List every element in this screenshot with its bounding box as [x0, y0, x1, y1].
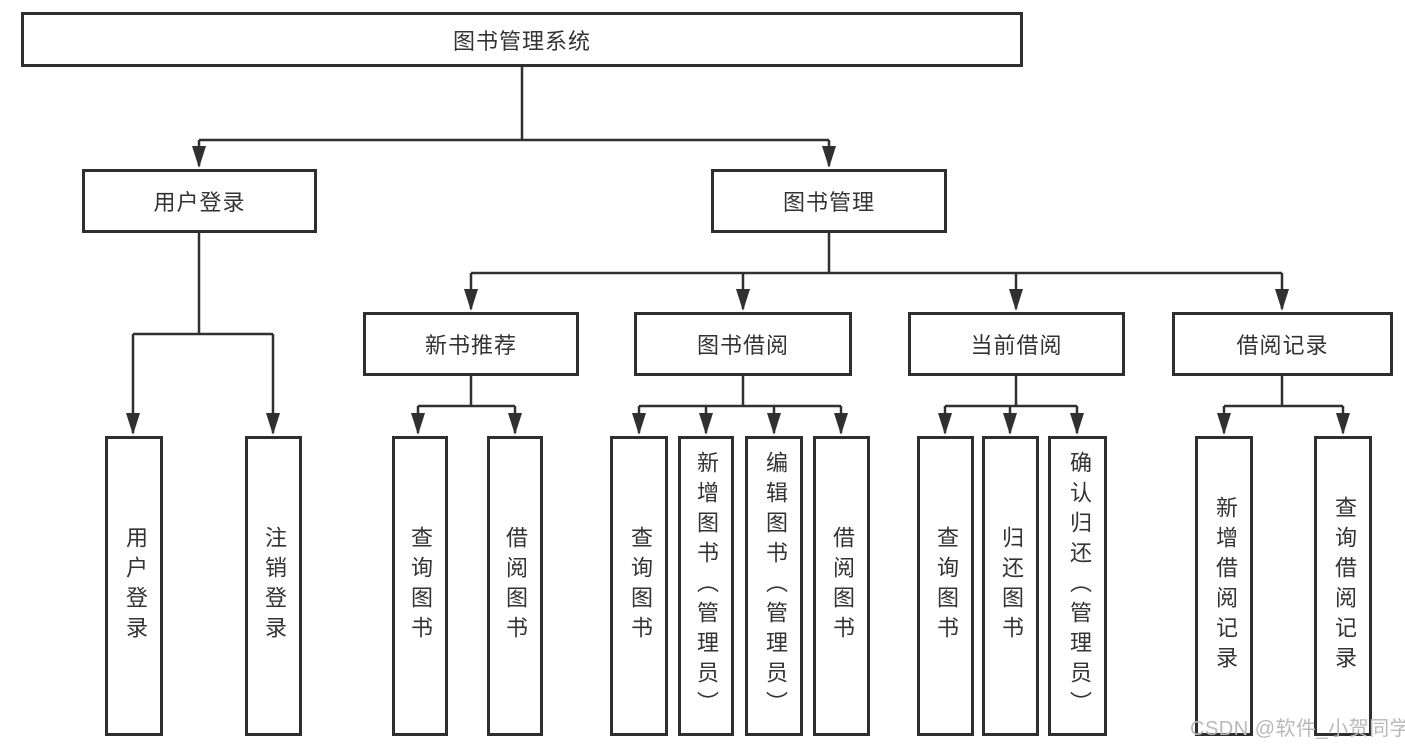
node-module-book-borrow: 图书借阅	[634, 312, 852, 376]
leaf-m3-confirm-return-admin: 确认归还（管理员）	[1048, 436, 1107, 736]
leaf-m3-query-books: 查询图书	[917, 436, 974, 736]
node-book-mgmt-branch: 图书管理	[711, 169, 947, 233]
leaf-user-login: 用户登录	[105, 436, 163, 736]
leaf-m3-return-books: 归还图书	[982, 436, 1039, 736]
leaf-m2-edit-books-admin: 编辑图书（管理员）	[745, 436, 803, 736]
node-user-login-branch: 用户登录	[82, 169, 317, 233]
csdn-watermark: CSDN @软件_小贺同学	[1190, 718, 1405, 740]
node-module-new-books: 新书推荐	[363, 312, 579, 376]
node-root-system: 图书管理系统	[21, 12, 1023, 67]
leaf-m2-add-books-admin: 新增图书（管理员）	[678, 436, 734, 736]
leaf-m1-query-books: 查询图书	[392, 436, 448, 736]
leaf-m2-query-books: 查询图书	[610, 436, 668, 736]
node-module-current-borrow: 当前借阅	[908, 312, 1125, 376]
leaf-m2-borrow-books: 借阅图书	[813, 436, 870, 736]
leaf-logout: 注销登录	[245, 436, 302, 736]
leaf-m1-borrow-books: 借阅图书	[487, 436, 543, 736]
leaf-m4-query-borrow-record: 查询借阅记录	[1314, 436, 1372, 736]
node-module-borrow-records: 借阅记录	[1172, 312, 1393, 376]
leaf-m4-add-borrow-record: 新增借阅记录	[1195, 436, 1253, 736]
